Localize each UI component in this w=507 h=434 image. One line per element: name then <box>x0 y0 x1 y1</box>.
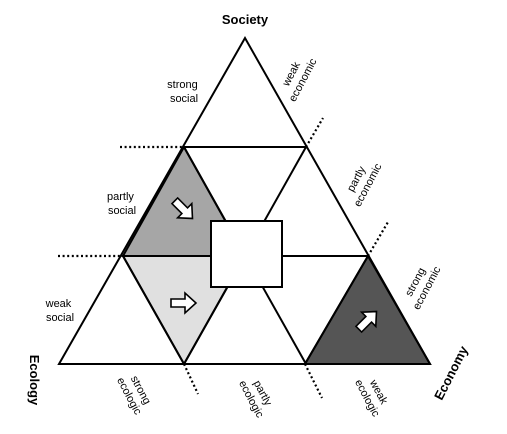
label-partly-economic: partlyeconomic <box>340 155 385 209</box>
outer-triangle <box>57 35 432 365</box>
svg-text:weakeconomic: weakeconomic <box>275 50 319 104</box>
svg-text:partlyeconomic: partlyeconomic <box>340 155 384 209</box>
strong-economic-triangle <box>303 254 432 365</box>
label-weak-economic: weakeconomic <box>275 50 320 104</box>
arrow-down-right-icon <box>170 196 194 220</box>
label-strong-ecologic: strongecologic <box>114 370 155 418</box>
svg-text:strongecologic: strongecologic <box>114 370 155 418</box>
label-weak-social: weak social <box>45 298 75 324</box>
svg-text:strongeconomic: strongeconomic <box>399 258 443 312</box>
center-square <box>210 220 283 288</box>
vertex-label-society: Society <box>222 12 269 27</box>
label-partly-ecologic: partlyecologic <box>236 373 277 421</box>
arrow-up-right-icon <box>354 310 378 334</box>
label-strong-social: strong social <box>167 79 201 105</box>
label-weak-ecologic: weakecologic <box>352 372 393 420</box>
vertex-label-ecology: Ecology <box>27 355 42 406</box>
boundary-dotted-lines <box>58 117 389 399</box>
label-partly-social: partly social <box>107 191 137 217</box>
vertex-label-economy: Economy <box>431 343 471 403</box>
svg-text:weakecologic: weakecologic <box>352 372 393 420</box>
arrow-right-icon <box>170 291 198 315</box>
svg-text:partlyecologic: partlyecologic <box>236 373 277 421</box>
label-strong-economic: strongeconomic <box>399 258 444 312</box>
